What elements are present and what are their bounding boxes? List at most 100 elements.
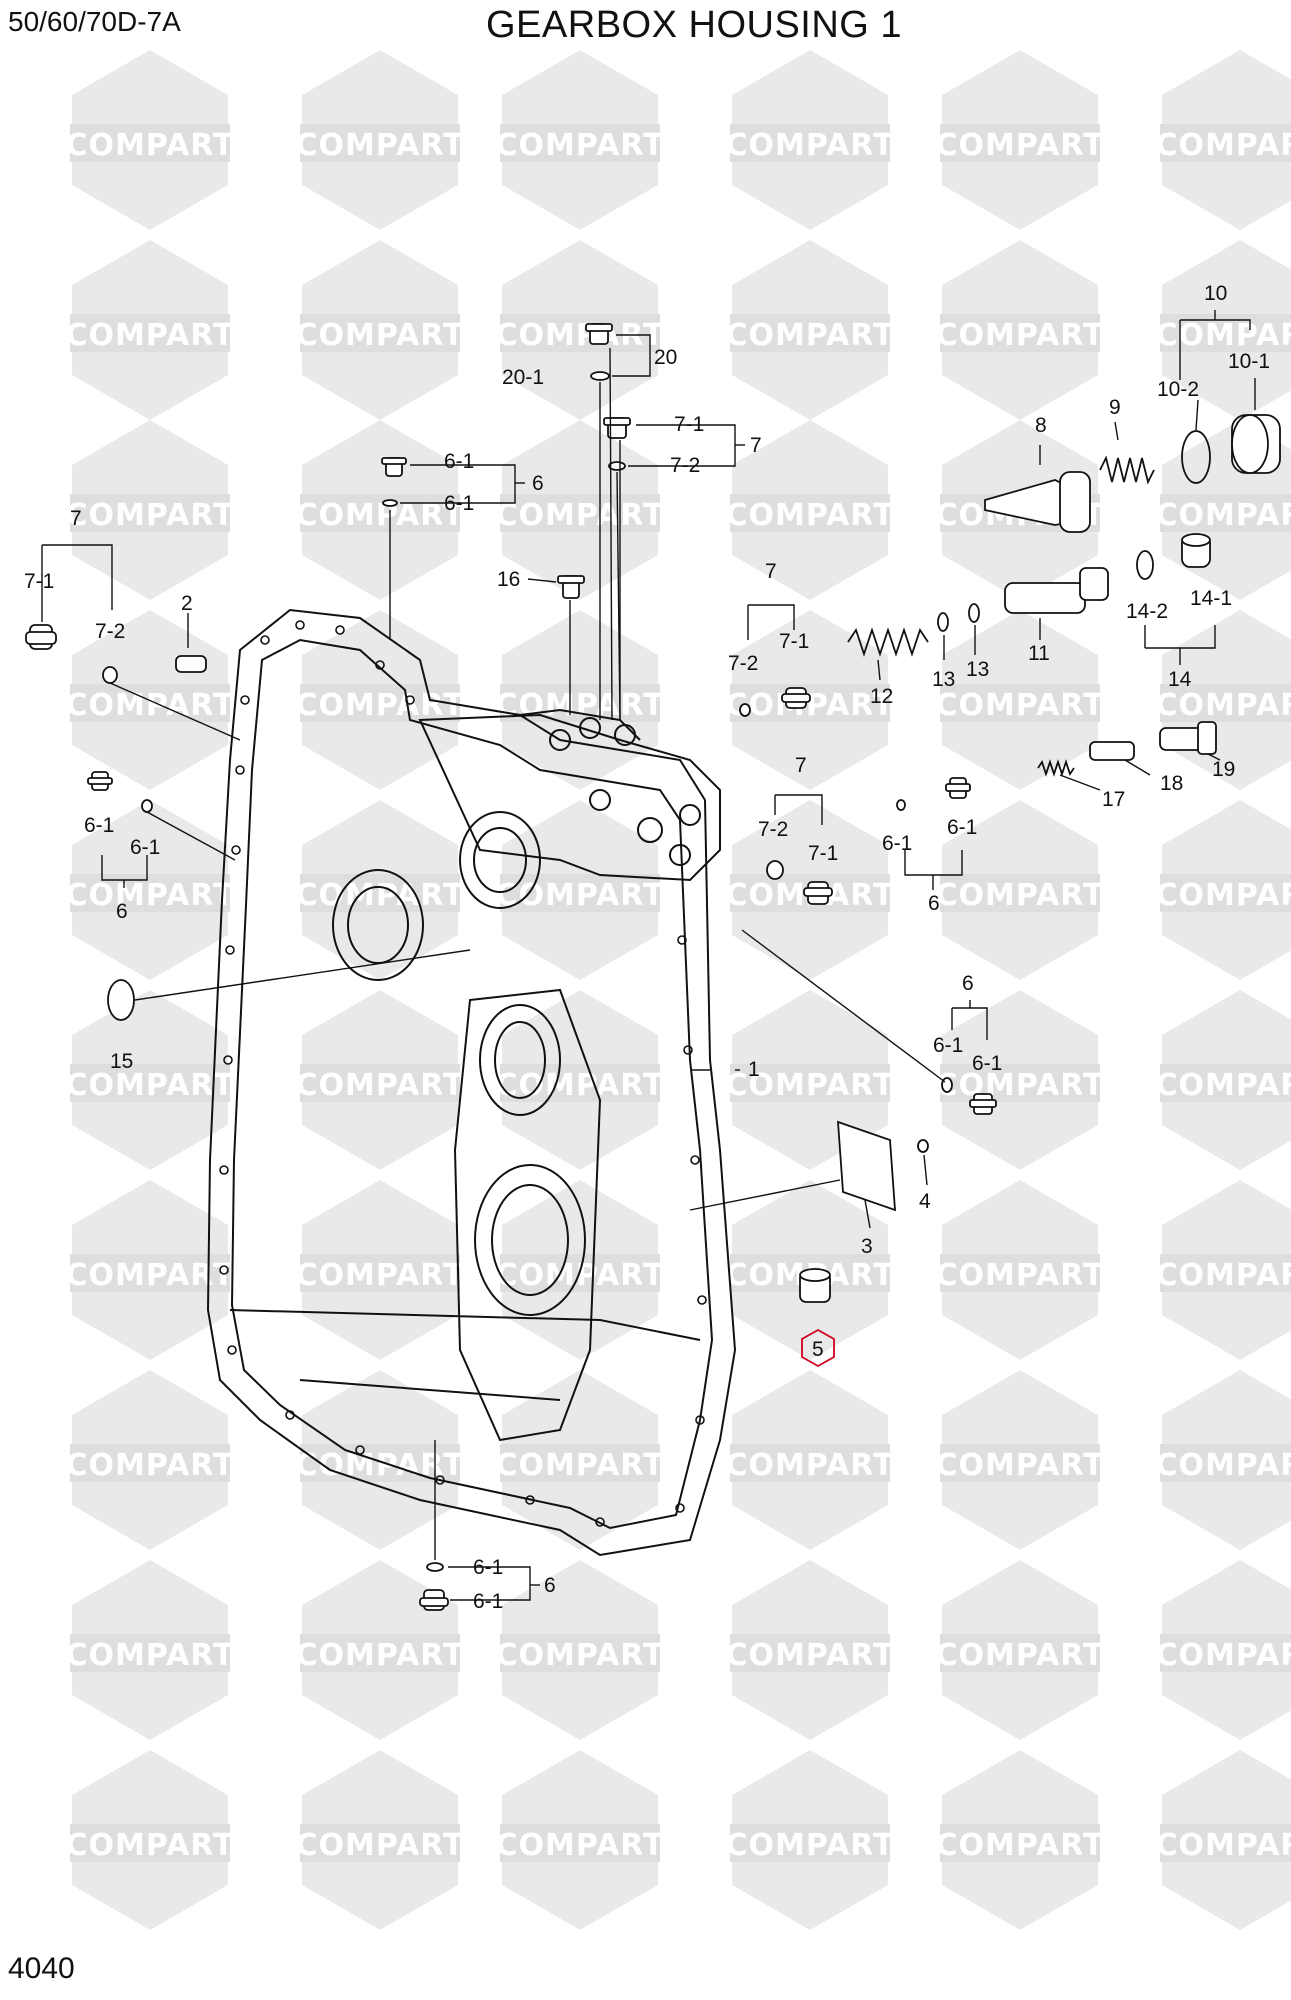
o-ring-7-2-left	[102, 666, 118, 684]
o-ring-10-2	[1181, 430, 1211, 484]
callout-6-1-right-upper-b: 6-1	[947, 816, 977, 839]
callout-6-1-bottom-b: 6-1	[473, 1590, 503, 1613]
callout-3: 3	[861, 1235, 873, 1258]
watermark-row-6	[65, 990, 1291, 1170]
o-ring-6-1-upper	[382, 499, 398, 507]
callout-6-1-right-lower-b: 6-1	[972, 1052, 1002, 1075]
o-ring-20-1	[590, 371, 610, 381]
leader-lines	[41, 310, 1256, 1601]
cover-plate-3	[837, 1120, 896, 1212]
callout-6-1-upper-b: 6-1	[444, 492, 474, 515]
page-number: 4040	[8, 1952, 75, 1985]
housing-outline	[206, 608, 737, 1557]
callout-6-left: 6	[116, 900, 128, 923]
valve-block	[418, 713, 721, 882]
housing-rib	[453, 988, 602, 1442]
callout-6-right-upper: 6	[928, 892, 940, 915]
callout-10: 10	[1204, 282, 1227, 305]
callout-13b: 13	[966, 658, 989, 681]
callout-19: 19	[1212, 758, 1235, 781]
o-ring-7-2-upper	[608, 461, 626, 471]
callout-14-2: 14-2	[1126, 600, 1168, 623]
bearing-bore-lower-outer	[474, 1164, 587, 1316]
callout-7-mid: 7	[795, 754, 807, 777]
plug-20	[585, 323, 613, 345]
watermark-row-1	[65, 50, 1291, 230]
housing-flange-inner	[230, 638, 714, 1530]
flange-bolt-holes	[219, 620, 707, 1527]
o-ring-13b	[968, 603, 980, 623]
callout-6-1-left-a: 6-1	[84, 814, 114, 837]
o-ring-6-1-bottom	[426, 1562, 444, 1572]
bearing-bore-lower-inner	[491, 1184, 570, 1296]
watermark-row-2	[65, 240, 1291, 420]
small-parts	[25, 323, 1281, 1611]
bearing-bore-left-inner	[347, 886, 410, 964]
callout-6-1-bottom-a: 6-1	[473, 1556, 503, 1579]
callout-20: 20	[654, 346, 677, 369]
watermark-row-7	[65, 1180, 1291, 1360]
callout-2: 2	[181, 592, 193, 615]
dowel-pin-2	[175, 655, 207, 673]
callout-12: 12	[870, 685, 893, 708]
diagram-title: GEARBOX HOUSING 1	[486, 4, 903, 46]
callout-6-1-right-upper-a: 6-1	[882, 832, 912, 855]
callout-labels: 20 20-1 7-1 7 7-2 6-1 6 6-1 1 6 7 7-1 7-2…	[24, 282, 1270, 1613]
callout-17: 17	[1102, 788, 1125, 811]
callout-7-1-mid: 7-1	[808, 842, 838, 865]
screw-4	[917, 1139, 929, 1153]
plug-7-1-mid	[781, 687, 811, 709]
valve-19	[1159, 721, 1217, 755]
callout-15: 15	[110, 1050, 133, 1073]
callout-6-1-upper-a: 6-1	[444, 450, 474, 473]
watermark-row-8	[65, 1370, 1291, 1550]
cap-10-1	[1231, 414, 1281, 474]
callout-6-1-right-lower-a: 6-1	[933, 1034, 963, 1057]
callout-6-1-left-b: 6-1	[130, 836, 160, 859]
callout-6-bottom: 6	[544, 1574, 556, 1597]
callout-7-1-left: 7-1	[24, 570, 54, 593]
o-ring-6-1-left	[141, 799, 153, 813]
housing-base	[229, 1309, 701, 1341]
model-code: 50/60/70D-7A	[8, 6, 181, 37]
bearing-bore-left-outer	[332, 869, 425, 981]
gearbox-housing	[206, 608, 737, 1557]
callout-14: 14	[1168, 668, 1192, 691]
o-ring-15	[107, 979, 135, 1021]
callout-8: 8	[1035, 414, 1047, 437]
plug-6-1-left	[87, 771, 113, 791]
callout-7-2-center: 7-2	[728, 652, 758, 675]
callout-20-1: 20-1	[502, 366, 544, 389]
callout-5: 5	[812, 1338, 824, 1361]
plug-7-1-upper	[603, 417, 631, 439]
plug-6-1-right-upper	[945, 777, 971, 799]
bearing-bore-center-outer	[479, 1004, 562, 1116]
housing-base-2	[299, 1379, 561, 1401]
plug-7-1-left	[25, 624, 57, 650]
valve-sleeve-8	[984, 471, 1091, 533]
callout-4: 4	[919, 1190, 931, 1213]
callout-7-2-mid: 7-2	[758, 818, 788, 841]
plug-6-1-upper	[381, 457, 407, 477]
spring-17	[1037, 759, 1075, 777]
callout-1: 1	[748, 1058, 760, 1081]
callout-7-2-upper: 7-2	[670, 454, 700, 477]
plug-6-1-bottom	[419, 1589, 449, 1611]
callout-7-left: 7	[70, 507, 82, 530]
callout-7-1-center: 7-1	[779, 630, 809, 653]
callout-11: 11	[1028, 642, 1050, 665]
cap-14-1	[1181, 533, 1211, 568]
callout-7-center: 7	[765, 560, 777, 583]
bearing-bore-mid-outer	[459, 811, 542, 909]
plug-5	[799, 1268, 831, 1303]
callout-18: 18	[1160, 772, 1183, 795]
callout-9: 9	[1109, 396, 1121, 419]
o-ring-7-2-lower	[766, 860, 784, 880]
callout-14-1: 14-1	[1190, 587, 1232, 610]
spring-9	[1099, 455, 1155, 485]
callout-6-right-lower: 6	[962, 972, 974, 995]
valve-piston-11	[1004, 567, 1109, 614]
watermark-row-10	[65, 1750, 1291, 1930]
plug-6-1-right-lower	[969, 1093, 997, 1115]
